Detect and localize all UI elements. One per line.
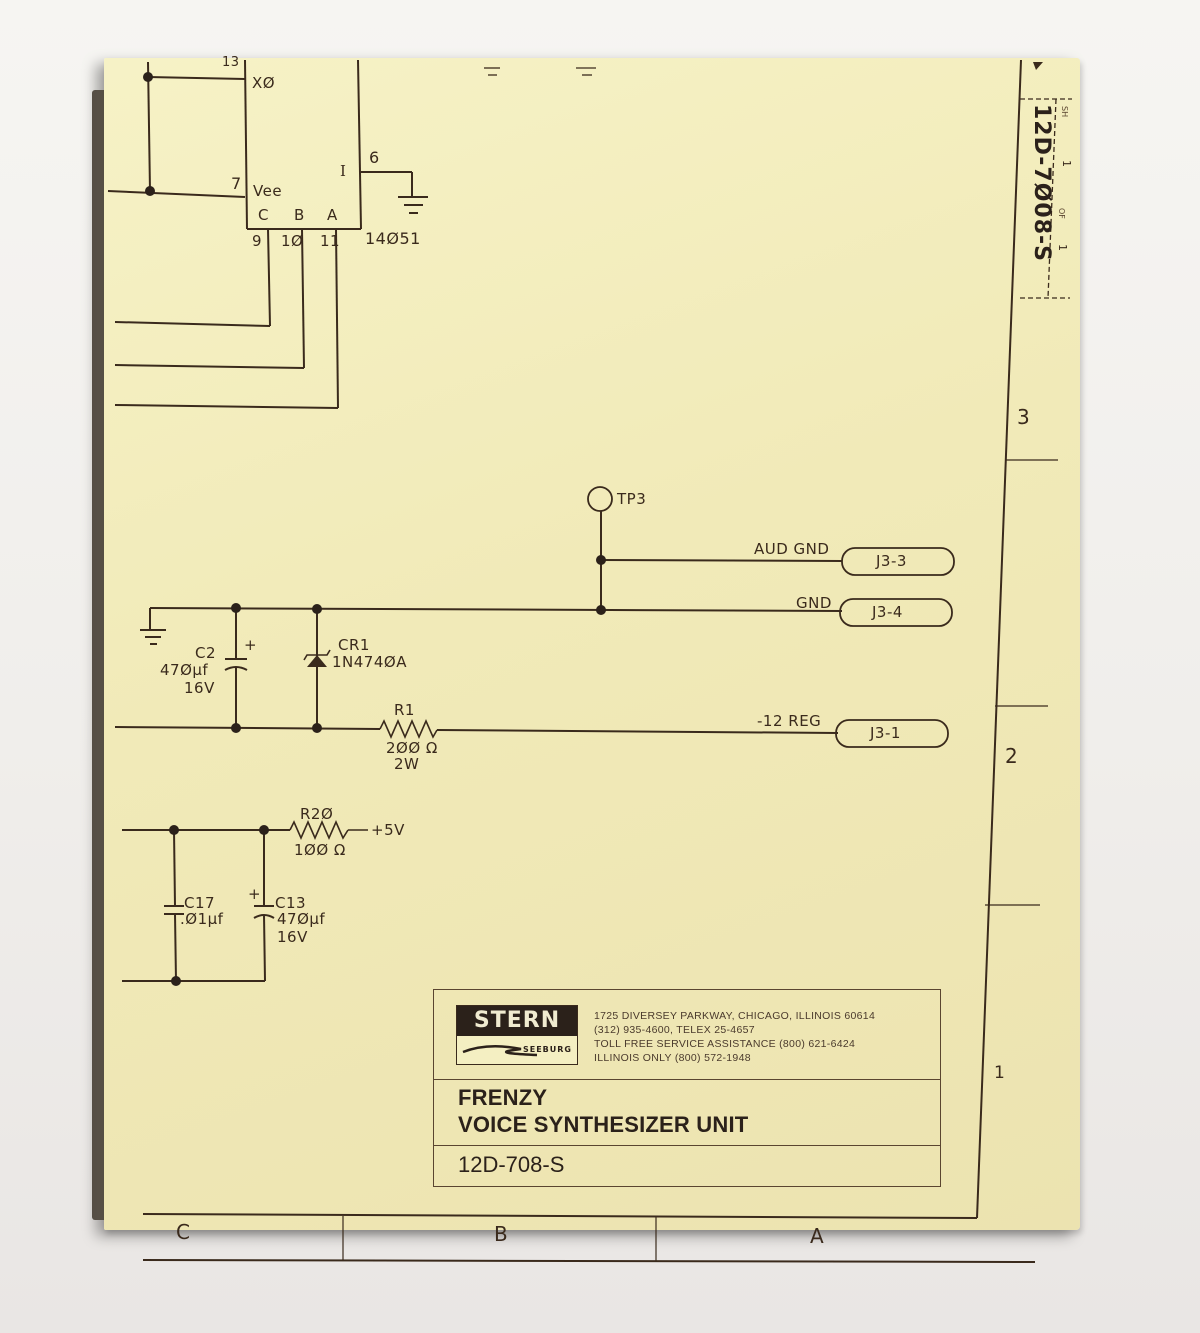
ic-pin-a-label: A [327,206,338,224]
sheet-of-label: OF [1057,208,1066,219]
cr1-value: 1N474ØA [332,653,407,671]
ic-pin-inhibit-label: I [340,162,347,180]
c13-value: 47Øµf [277,910,326,928]
sheet-tab-drawing-number: 12D-7Ø08-S [1029,104,1054,263]
net-label-minus12-reg: -12 REG [757,712,822,730]
title-block-drawing-number: 12D-708-S [434,1145,940,1185]
toll-free-line: TOLL FREE SERVICE ASSISTANCE (800) 621-6… [594,1038,856,1050]
ic-pin-c-label: C [258,206,269,224]
address-line: 1725 DIVERSEY PARKWAY, CHICAGO, ILLINOIS… [594,1010,876,1022]
title-block-header: STERN SEEBURG 1725 DIVERSEY PARKWAY, CHI… [434,990,940,1080]
stern-seeburg-logo: STERN SEEBURG [456,1005,578,1065]
drawing-number: 12D-708-S [458,1152,565,1177]
ic-pin-b-label: B [294,206,305,224]
ic-pin9-number: 9 [252,232,263,250]
zone-row-1: 1 [994,1063,1005,1083]
schematic-sheet [104,58,1080,1230]
r1-ref: R1 [394,701,415,719]
zone-column-b: B [494,1222,508,1246]
ic-pin6-number: 6 [369,148,380,167]
title-block-title: FRENZY VOICE SYNTHESIZER UNIT [434,1079,940,1146]
c2-value: 47Øµf [160,661,209,679]
r20-ref: R2Ø [300,805,334,823]
company-address: 1725 DIVERSEY PARKWAY, CHICAGO, ILLINOIS… [594,1009,875,1065]
cr1-ref: CR1 [338,636,370,654]
ic-pin13-number: 13 [222,55,240,70]
r1-value: 2ØØ Ω [386,739,438,757]
supply-plus5v-label: +5V [371,821,405,839]
ic-pin7-number: 7 [231,174,242,193]
logo-sub-area: SEEBURG [457,1036,577,1064]
ic-pin-vee-label: Vee [253,182,283,200]
c2-rating: 16V [184,679,215,697]
c13-rating: 16V [277,928,308,946]
zone-row-3: 3 [1017,405,1030,429]
title-unit-name: VOICE SYNTHESIZER UNIT [458,1112,749,1137]
sheet-total: 1 [1056,244,1069,251]
c17-value: .Ø1µf [180,910,224,928]
seeburg-swoosh-icon [462,1045,538,1057]
zone-row-2: 2 [1005,744,1018,768]
connector-j3-1: J3-1 [870,724,901,742]
title-block: STERN SEEBURG 1725 DIVERSEY PARKWAY, CHI… [433,989,941,1187]
illinois-line: ILLINOIS ONLY (800) 572-1948 [594,1052,751,1064]
r20-value: 1ØØ Ω [294,841,346,859]
c17-ref: C17 [184,894,216,912]
c13-ref: C13 [275,894,307,912]
c13-polarity: + [248,885,262,903]
title-game-name: FRENZY [458,1085,548,1110]
zone-column-c: C [176,1220,190,1244]
logo-sub-brand: SEEBURG [522,1045,572,1054]
phone-line: (312) 935-4600, TELEX 25-4657 [594,1024,755,1036]
sheet-number: 1 [1060,160,1073,167]
zone-column-a: A [810,1224,824,1248]
sheet-label: SH [1060,106,1069,118]
test-point-label: TP3 [617,490,647,508]
ic-pin-x0-label: XØ [252,74,276,92]
r1-rating: 2W [394,755,420,773]
c2-ref: C2 [195,644,217,662]
connector-j3-4: J3-4 [872,603,903,621]
ic-pin11-number: 11 [320,232,341,250]
ic-part-number: 14Ø51 [365,229,421,248]
logo-brand: STERN [457,1006,577,1036]
net-label-aud-gnd: AUD GND [754,540,830,558]
ic-pin10-number: 1Ø [281,232,304,250]
connector-j3-3: J3-3 [876,552,907,570]
c2-polarity: + [244,636,258,654]
net-label-gnd: GND [796,594,832,612]
